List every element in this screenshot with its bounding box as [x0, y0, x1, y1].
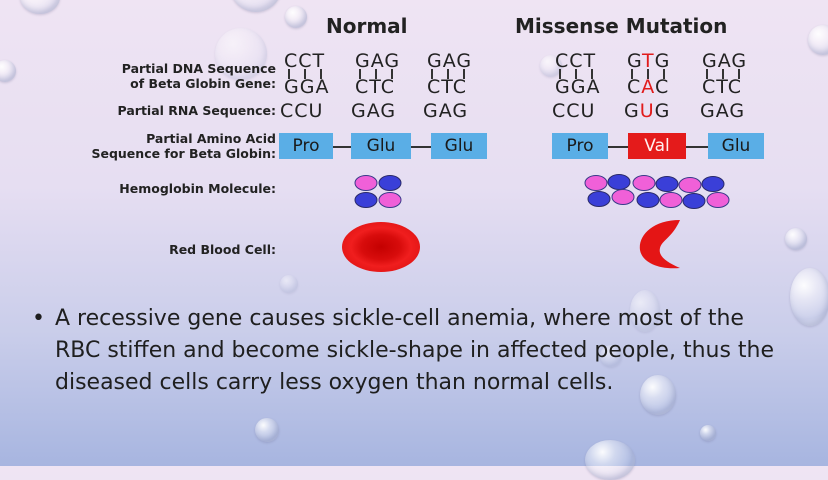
- label-hemoglobin: Hemoglobin Molecule:: [119, 181, 276, 196]
- label-rna-sequence: Partial RNA Sequence:: [117, 103, 276, 118]
- mutation-rna-codon: GAG: [700, 100, 746, 122]
- water-droplet: [255, 418, 279, 442]
- base-pair-ticks: [702, 69, 752, 79]
- normal-amino-acid-box: Pro: [279, 133, 333, 159]
- water-droplet: [540, 55, 562, 77]
- normal-dna-bottom-codon: GGA: [284, 76, 330, 98]
- bullet-point: •: [32, 306, 45, 331]
- header-missense-mutation: Missense Mutation: [515, 14, 728, 38]
- water-droplet: [215, 28, 267, 80]
- normal-hemoglobin-molecule: [354, 175, 402, 208]
- label-dna-sequence: Partial DNA Sequence of Beta Globin Gene…: [121, 61, 276, 91]
- mutated-hemoglobin-polymer: [584, 174, 730, 209]
- normal-red-blood-cell: [342, 222, 420, 272]
- normal-dna-bottom-codon: CTC: [427, 76, 468, 98]
- water-droplet: [585, 440, 635, 480]
- normal-rna-codon: GAG: [351, 100, 397, 122]
- normal-amino-acid-box: Glu: [351, 133, 411, 159]
- base-pair-ticks: [284, 69, 334, 79]
- normal-rna-codon: CCU: [280, 100, 324, 122]
- water-droplet: [700, 425, 716, 441]
- water-droplet: [600, 345, 622, 367]
- normal-dna-top-codon: GAG: [427, 50, 473, 72]
- water-droplet: [785, 228, 807, 250]
- mutated-base: A: [641, 76, 655, 98]
- base-pair-ticks: [355, 69, 405, 79]
- sickle-red-blood-cell: [639, 220, 680, 269]
- normal-amino-acid-box: Glu: [431, 133, 487, 159]
- water-droplet: [285, 6, 307, 28]
- water-droplet: [630, 290, 660, 332]
- mutation-amino-acid-box: Pro: [552, 133, 608, 159]
- mutation-dna-bottom-codon: CAC: [627, 76, 670, 98]
- peptide-bond-line: [333, 146, 351, 148]
- mutation-dna-top-codon: GAG: [702, 50, 748, 72]
- mutation-rna-codon: CCU: [552, 100, 596, 122]
- mutated-amino-acid-box: Val: [628, 133, 686, 159]
- mutation-rna-codon: GUG: [624, 100, 671, 122]
- normal-dna-bottom-codon: CTC: [355, 76, 396, 98]
- water-droplet: [640, 375, 676, 415]
- peptide-bond-line: [686, 146, 708, 148]
- water-droplet: [808, 25, 828, 55]
- water-droplet: [230, 0, 282, 12]
- mutation-dna-top-codon: CCT: [555, 50, 597, 72]
- normal-dna-top-codon: CCT: [284, 50, 326, 72]
- water-droplet: [280, 275, 298, 293]
- base-pair-ticks: [627, 69, 677, 79]
- water-droplet: [790, 268, 828, 326]
- explanation-text: A recessive gene causes sickle-cell anem…: [55, 306, 775, 395]
- base-pair-ticks: [555, 69, 605, 79]
- water-droplet: [20, 0, 60, 14]
- normal-dna-top-codon: GAG: [355, 50, 401, 72]
- peptide-bond-line: [608, 146, 628, 148]
- mutation-dna-bottom-codon: GGA: [555, 76, 601, 98]
- normal-rna-codon: GAG: [423, 100, 469, 122]
- base-pair-ticks: [427, 69, 477, 79]
- label-red-blood-cell: Red Blood Cell:: [169, 242, 276, 257]
- peptide-bond-line: [411, 146, 431, 148]
- header-normal: Normal: [326, 14, 408, 38]
- mutation-amino-acid-box: Glu: [708, 133, 764, 159]
- water-droplet: [0, 60, 16, 82]
- mutated-base: T: [642, 50, 655, 72]
- mutated-base: U: [639, 100, 655, 122]
- label-amino-acid-sequence: Partial Amino Acid Sequence for Beta Glo…: [91, 131, 276, 161]
- mutation-dna-top-codon: GTG: [627, 50, 671, 72]
- mutation-dna-bottom-codon: CTC: [702, 76, 743, 98]
